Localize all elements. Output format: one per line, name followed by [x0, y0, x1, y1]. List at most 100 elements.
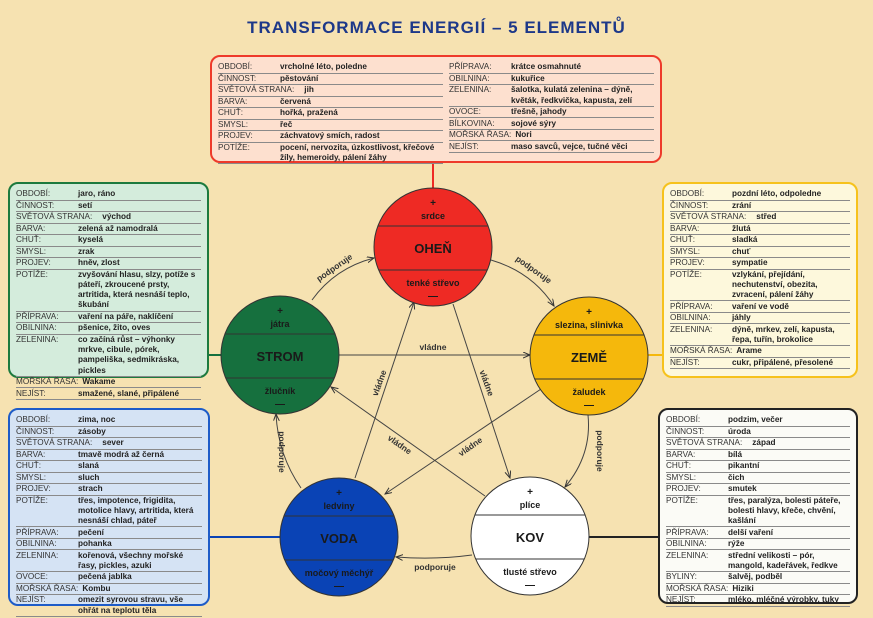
info-value: hořká, pražená [280, 108, 338, 118]
info-value: bílá [728, 449, 743, 459]
info-value: cukr, připálené, přesolené [732, 357, 834, 367]
info-row: BARVA:zelená až namodralá [16, 223, 201, 235]
info-value: rýže [728, 539, 745, 549]
info-label: NEJÍST: [16, 595, 46, 605]
info-label: BARVA: [16, 223, 46, 233]
info-row: MOŘSKÁ ŘASA:Kombu [16, 584, 202, 596]
info-label: PROJEV: [16, 484, 51, 494]
info-label: POTÍŽE: [218, 142, 250, 152]
info-value: kyselá [78, 235, 104, 245]
info-label: POTÍŽE: [666, 495, 698, 505]
info-value: zásoby [78, 426, 106, 436]
label-support: podporuje [277, 431, 287, 473]
info-row: MOŘSKÁ ŘASA:Arame [670, 346, 850, 358]
info-label: PŘÍPRAVA: [16, 311, 59, 321]
arrow-strom-ohen [311, 258, 374, 301]
info-label: PŘÍPRAVA: [670, 301, 713, 311]
info-value: úroda [728, 426, 751, 436]
info-value: Nori [515, 130, 532, 139]
element-circle [470, 476, 590, 596]
plus-sign: + [277, 306, 283, 317]
element-circle [373, 187, 493, 307]
info-value: kořenová, všechny mořské řasy, pickles, … [78, 550, 184, 570]
organ-yang: močový měchýř [305, 568, 374, 578]
info-row: OBILNINA:pšenice, žito, oves [16, 323, 201, 335]
info-label: PŘÍPRAVA: [666, 527, 709, 537]
info-row: SMYSL:řeč [218, 119, 443, 131]
info-label: MOŘSKÁ ŘASA: [16, 583, 79, 593]
info-label: OBDOBÍ: [218, 62, 253, 72]
info-row: SMYSL:sluch [16, 473, 202, 484]
info-value: třešně, jahody [511, 107, 567, 116]
info-label: ZELENINA: [449, 85, 492, 95]
info-row: CHUŤ: hořká, pražená [218, 108, 443, 120]
info-row: CHUŤ: kyselá [16, 235, 201, 247]
info-row: PROJEV:sympatie [670, 258, 850, 270]
info-value: řeč [280, 119, 293, 129]
info-row: MOŘSKÁ ŘASA:Wakame [16, 377, 201, 389]
info-value: střední velikosti – pór, mangold, kadeřá… [728, 550, 838, 570]
plus-sign: + [430, 198, 436, 209]
info-label: SVĚTOVÁ STRANA: [666, 438, 743, 448]
info-label: ZELENINA: [666, 550, 709, 560]
info-row: SVĚTOVÁ STRANA:jih [218, 85, 443, 97]
info-row: PŘÍPRAVA: pečení [16, 527, 202, 539]
info-row: OBILNINA:pohanka [16, 539, 202, 551]
info-label: CHUŤ: [218, 108, 244, 118]
info-value: třes, impotence, frigidita, motolice hla… [78, 495, 194, 526]
info-row: POTÍŽE:zvyšování hlasu, slzy, potíže s p… [16, 270, 201, 312]
info-label: SVĚTOVÁ STRANA: [16, 212, 93, 222]
info-row: BARVA:žlutá [670, 223, 850, 235]
info-label: MOŘSKÁ ŘASA: [670, 346, 733, 356]
info-label: SMYSL: [666, 472, 697, 482]
info-label: CHUŤ: [666, 461, 692, 471]
info-label: BARVA: [218, 96, 248, 106]
info-value: jaro, ráno [78, 189, 116, 199]
info-value: pečení [78, 527, 104, 537]
info-label: NEJÍST: [449, 141, 479, 151]
info-label: NEJÍST: [670, 357, 700, 367]
info-value: zvyšování hlasu, slzy, potíže s páteří, … [78, 269, 196, 310]
info-label: PROJEV: [670, 258, 705, 268]
info-value: žlutá [732, 223, 751, 233]
info-label: BARVA: [666, 449, 696, 459]
info-row: ČINNOST:setí [16, 200, 201, 212]
info-row: PROJEV:strach [16, 484, 202, 496]
info-label: ČINNOST: [16, 426, 55, 436]
info-value: východ [102, 212, 131, 222]
info-value: slaná [78, 461, 99, 471]
info-label: ZELENINA: [670, 324, 713, 334]
info-value: zrak [78, 246, 95, 256]
info-label: CHUŤ: [16, 235, 42, 245]
label-control: vládne [420, 342, 447, 352]
info-row: BARVA: bílá [666, 449, 850, 461]
arrow-ohen-kov [452, 303, 510, 478]
arrow-voda-strom [276, 414, 302, 489]
info-label: OBILNINA: [449, 73, 490, 83]
info-row: MOŘSKÁ ŘASA:Nori [449, 130, 654, 142]
info-row: NEJÍST:omezit syrovou stravu, vše ohřát … [16, 595, 202, 617]
minus-sign: — [334, 581, 344, 592]
info-row: CHUŤ:slaná [16, 461, 202, 473]
info-row: ČINNOST: úroda [666, 426, 850, 438]
info-row: ZELENINA:kořenová, všechny mořské řasy, … [16, 550, 202, 573]
info-row: CHUŤ:sladká [670, 235, 850, 247]
info-row: PŘÍPRAVA:vaření na páře, naklíčení [16, 312, 201, 324]
minus-sign: — [275, 399, 285, 410]
info-label: ČINNOST: [666, 426, 705, 436]
organ-yang: žaludek [572, 387, 606, 397]
info-label: NEJÍST: [16, 388, 46, 398]
organ-yin: ledviny [323, 501, 354, 511]
info-value: sojové sýry [511, 118, 557, 128]
info-row: MOŘSKÁ ŘASA:Hiziki [666, 584, 850, 596]
info-label: ČINNOST: [16, 200, 55, 210]
info-label: BÍLKOVINA: [449, 118, 495, 128]
info-label: MOŘSKÁ ŘASA: [16, 377, 79, 387]
info-value: pozdní léto, odpoledne [732, 189, 822, 199]
info-label: PŘÍPRAVA: [16, 527, 59, 537]
info-row: ZELENINA: střední velikosti – pór, mangol… [666, 550, 850, 573]
info-value: pěstování [280, 73, 319, 83]
info-row: OBDOBÍ:zima, noc [16, 415, 202, 427]
